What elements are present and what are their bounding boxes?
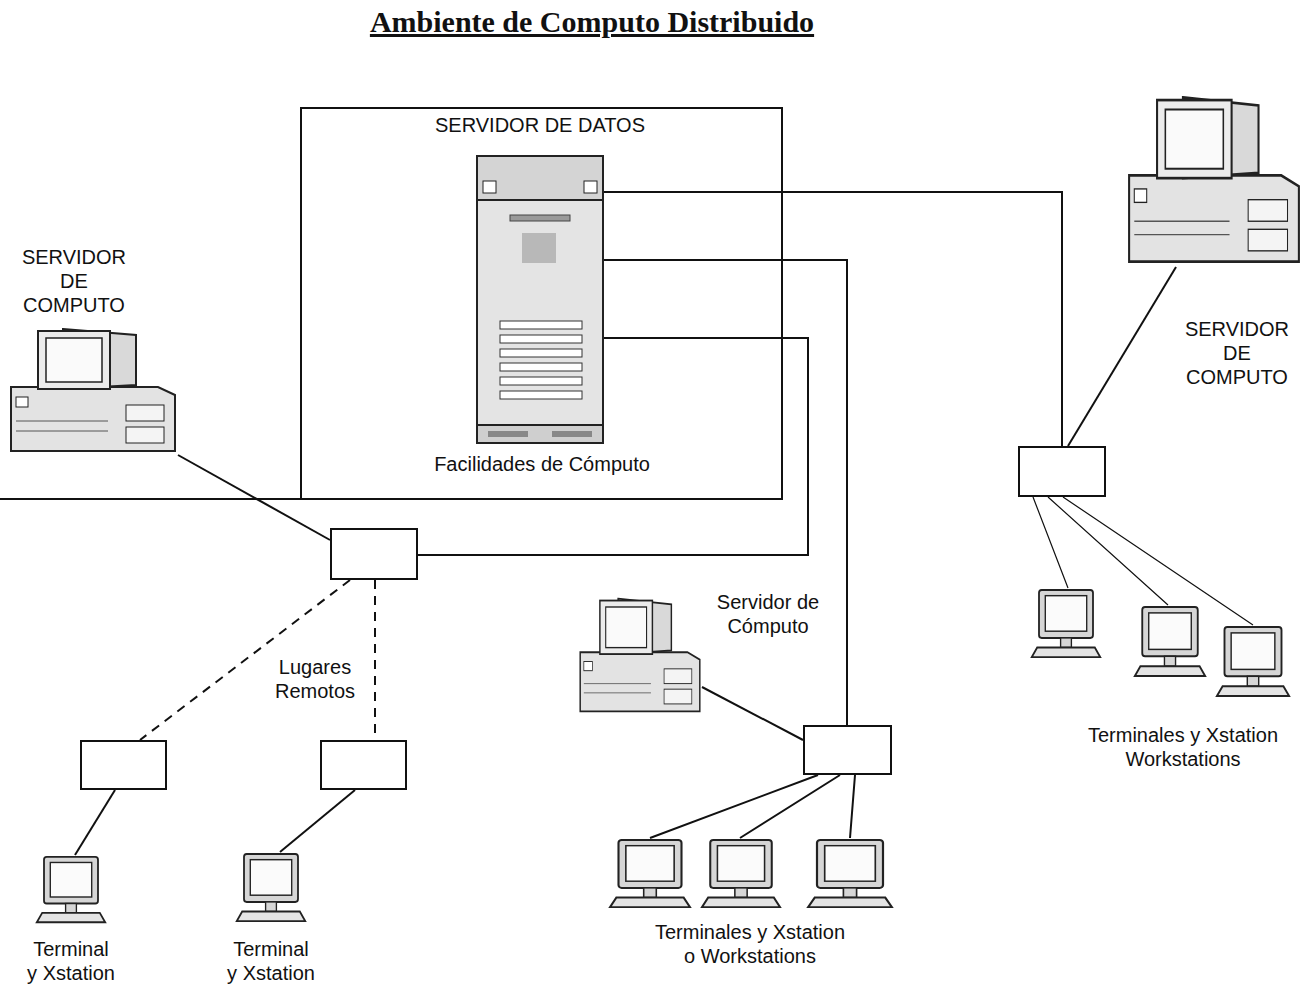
network-hub [803, 725, 892, 775]
terminal-icon [1135, 607, 1205, 676]
node-label: Terminales y Xstation Workstations [1058, 723, 1308, 771]
connector-line [650, 775, 855, 838]
connector-line [280, 790, 355, 852]
text-holder: Terminal y Xstation [26, 937, 117, 985]
terminal-group: Terminales y Xstation o Workstations [605, 838, 895, 912]
computer-icon [580, 599, 700, 712]
text-holder: Terminales y Xstation Workstations [1058, 723, 1308, 771]
compute-server: SERVIDOR DE COMPUTO [8, 325, 178, 455]
node-label: SERVIDOR DE COMPUTO [1172, 317, 1302, 389]
network-hub [80, 740, 167, 790]
network-hub [1018, 446, 1106, 497]
node-label: Terminales y Xstation o Workstations [650, 920, 850, 968]
connector-line [604, 260, 847, 725]
text-holder: Facilidades de Cómputo [392, 452, 692, 476]
connector-line [374, 580, 376, 740]
free-label: Lugares Remotos [270, 655, 360, 703]
terminal-icon [1032, 590, 1100, 657]
network-hub [330, 528, 418, 580]
terminal-icon [1217, 627, 1289, 696]
node-label: SERVIDOR DE COMPUTO [15, 245, 133, 317]
remote-terminal: Terminal y Xstation [235, 852, 307, 924]
connector-line [178, 455, 330, 540]
terminal-icon [702, 840, 780, 907]
node-label: Facilidades de Cómputo [392, 452, 692, 476]
server-tower [477, 156, 603, 443]
text-holder: SERVIDOR DE COMPUTO [1172, 317, 1302, 389]
terminal-icon [610, 840, 690, 907]
terminal-icon [237, 854, 305, 921]
diagram-title: Ambiente de Computo Distribuido [212, 4, 972, 40]
terminal-icon [808, 840, 892, 907]
text-holder: SERVIDOR DE DATOS [410, 113, 670, 137]
text-holder: SERVIDOR DE COMPUTO [15, 245, 133, 317]
connector-line [1033, 497, 1253, 625]
compute-server: SERVIDOR DE COMPUTO [1126, 92, 1302, 267]
text-holder: Terminal y Xstation [226, 937, 317, 985]
computing-facility-region: Facilidades de Cómputo SERVIDOR DE DATOS [300, 107, 783, 500]
text-holder: Servidor de Cómputo [709, 590, 827, 638]
connector-line [418, 338, 808, 555]
connector-line [1068, 267, 1176, 446]
data-server: SERVIDOR DE DATOS [476, 155, 604, 445]
network-hub [320, 740, 407, 790]
text-holder: Lugares Remotos [270, 655, 360, 703]
node-label: Terminal y Xstation [226, 937, 317, 985]
terminal-group: Terminales y Xstation Workstations [1028, 588, 1292, 700]
text-holder: Ambiente de Computo Distribuido [212, 4, 972, 40]
connector-line [702, 687, 803, 740]
text-holder: Terminales y Xstation o Workstations [650, 920, 850, 968]
remote-terminal: Terminal y Xstation [35, 855, 107, 925]
connector-line [604, 192, 1062, 446]
node-label: Terminal y Xstation [26, 937, 117, 985]
node-label: Servidor de Cómputo [709, 590, 827, 638]
computer-icon [1129, 97, 1299, 261]
terminal-icon [37, 857, 105, 922]
connector-line [75, 790, 115, 855]
computer-icon [11, 329, 175, 451]
node-label: SERVIDOR DE DATOS [410, 113, 670, 137]
compute-server: Servidor de Cómputo [578, 595, 702, 715]
